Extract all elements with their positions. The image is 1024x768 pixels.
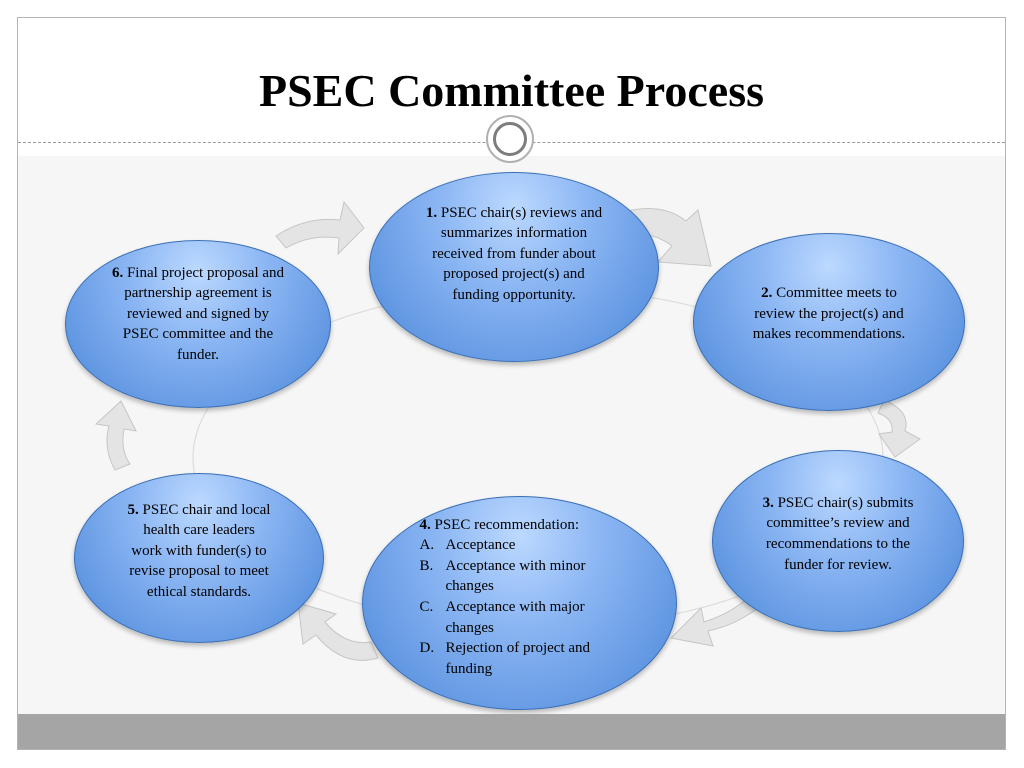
slide-title: PSEC Committee Process [258, 65, 764, 116]
step-4-node: 4. PSEC recommendation: A. Acceptance B.… [362, 496, 677, 710]
arrow-3-to-4 [669, 595, 770, 647]
option-b-text: Acceptance with minor changes [445, 557, 586, 595]
step-2-number: 2. [761, 285, 773, 302]
step-4-text: PSEC recommendation: [434, 516, 580, 533]
option-c-letter: C. [419, 599, 434, 615]
step-1-number: 1. [425, 204, 438, 221]
recommendation-options: A. Acceptance B. Acceptance with minor c… [420, 535, 620, 679]
option-b: B. Acceptance with minor changes [420, 556, 620, 597]
step-5-text: PSEC chair and local health care leaders… [129, 501, 271, 600]
step-6-number: 6. [111, 264, 124, 281]
step-1-text: PSEC chair(s) reviews and summarizes inf… [432, 204, 603, 303]
option-c-text: Acceptance with major changes [445, 599, 585, 636]
step-5-number: 5. [127, 501, 139, 518]
divider-ring-ornament [486, 115, 534, 163]
step-4-number: 4. [419, 516, 431, 533]
step-6-text: Final project proposal and partnership a… [122, 264, 285, 363]
option-d: D. Rejection of project and funding [420, 638, 620, 679]
step-1-node: 1. PSEC chair(s) reviews and summarizes … [369, 172, 659, 362]
option-b-letter: B. [419, 557, 434, 574]
option-d-letter: D. [419, 640, 435, 657]
step-6-node: 6. Final project proposal and partnershi… [65, 240, 331, 408]
option-d-text: Rejection of project and funding [445, 640, 591, 677]
step-2-node: 2. Committee meets to review the project… [693, 233, 965, 411]
arrow-2-to-3 [877, 399, 921, 458]
footer-bar [18, 714, 1005, 749]
step-3-number: 3. [762, 494, 774, 511]
option-a-text: Acceptance [445, 537, 516, 554]
step-5-node: 5. PSEC chair and local health care lead… [74, 473, 324, 643]
option-a: A. Acceptance [420, 535, 620, 556]
slide: PSEC Committee Process 1. PSEC chair(s) … [17, 17, 1006, 750]
step-3-text: PSEC chair(s) submits committee’s review… [765, 494, 914, 573]
arrow-6-to-1 [275, 200, 365, 256]
step-3-node: 3. PSEC chair(s) submits committee’s rev… [712, 450, 964, 632]
option-a-letter: A. [419, 537, 435, 554]
arrow-5-to-6 [94, 400, 137, 471]
option-c: C. Acceptance with major changes [420, 597, 620, 638]
step-2-text: Committee meets to review the project(s)… [752, 285, 906, 343]
